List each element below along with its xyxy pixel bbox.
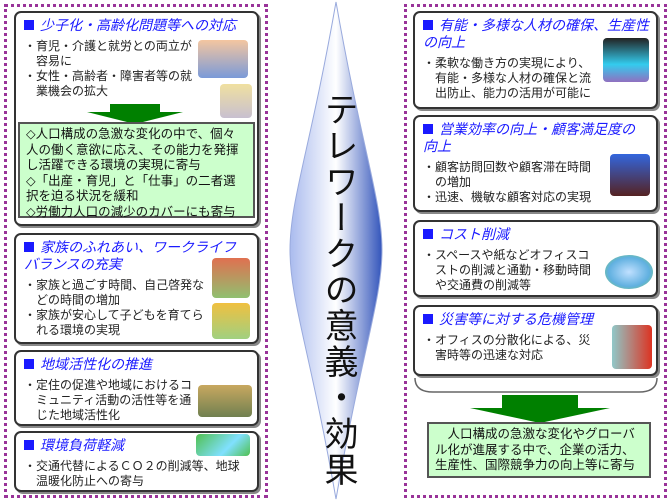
card-heading: 環境負荷軽減: [24, 438, 251, 455]
bullet-text: ・迅速、機敏な顧客対応の実現: [423, 190, 592, 204]
children-illustration: [212, 303, 250, 339]
square-bullet-icon: [24, 440, 34, 450]
right-card-4: 災害等に対する危機管理 ・オフィスの分散化による、災害時等の迅速な対応: [413, 305, 658, 376]
businessman-phone-illustration: [610, 154, 650, 196]
square-bullet-icon: [423, 314, 433, 324]
bullet-text: ・顧客訪問回数や顧客滞在時間の増加: [423, 160, 592, 189]
caregiver-illustration: [198, 40, 248, 78]
square-bullet-icon: [423, 124, 433, 134]
houses-illustration: [198, 385, 252, 417]
wheelchair-illustration: [220, 84, 252, 118]
bullet-text: ・交通代替によるＣＯ２の削減等、地球温暖化防止への寄与: [24, 459, 240, 488]
card-heading: 少子化・高齢化問題等への対応: [24, 18, 251, 35]
meeting-table-illustration: [605, 255, 653, 289]
bullet-text: ・家族が安心して子どもを育てられる環境の実現: [24, 308, 204, 337]
bullet-text: ・女性・高齢者・障害者等の就業機会の拡大: [24, 69, 193, 98]
center-title: テレワークの意義・効果: [318, 92, 358, 488]
left-result-box: ◇人口構成の急激な変化の中で、個々人の働く意欲に応え、その能力を発揮し活躍できる…: [18, 122, 255, 219]
card-heading: 地域活性化の推進: [24, 357, 251, 374]
center-spindle: [289, 1, 383, 500]
card-heading: 災害等に対する危機管理: [423, 312, 650, 329]
square-bullet-icon: [24, 359, 34, 369]
card-heading: 営業効率の向上・顧客満足度の向上: [423, 122, 635, 155]
office-worker-illustration: [603, 38, 649, 82]
square-bullet-icon: [24, 242, 34, 252]
square-bullet-icon: [24, 20, 34, 30]
bullet-text: ・スペースや紙などオフィスコストの削減と通勤・移動時間や交通費の削減等: [423, 248, 592, 292]
river-illustration: [196, 434, 250, 456]
card-heading: コスト削減: [423, 227, 650, 244]
down-arrow-icon: [470, 395, 610, 423]
bullet-text: ・育児・介護と就労との両立が容易に: [24, 39, 192, 68]
card-heading: 家族のふれあい、ワークライフバランスの充実: [24, 240, 236, 273]
brace-connector: [414, 378, 658, 393]
bullet-text: ・柔軟な働き方の実現により、有能・多様な人材の確保と流出防止、能力の活用が可能に: [423, 56, 592, 100]
bullet-text: ・定住の促進や地域におけるコミュニティ活動の活性等を通じた地域活性化: [24, 378, 193, 422]
right-frame: [404, 4, 667, 498]
right-result-box: 人口構成の急激な変化やグローバル化が進展する中で、企業の活力、生産性、国際競争力…: [427, 422, 651, 478]
square-bullet-icon: [423, 20, 433, 30]
bullet-text: ・家族と過ごす時間、自己啓発などの時間の増加: [24, 278, 205, 307]
bullet-text: ・オフィスの分散化による、災害時等の迅速な対応: [423, 333, 591, 362]
fire-truck-illustration: [612, 325, 652, 369]
down-arrow-icon: [87, 104, 183, 124]
family-illustration: [212, 258, 250, 298]
left-frame: [4, 4, 268, 498]
card-heading: 有能・多様な人材の確保、生産性の向上: [423, 18, 649, 51]
square-bullet-icon: [423, 229, 433, 239]
